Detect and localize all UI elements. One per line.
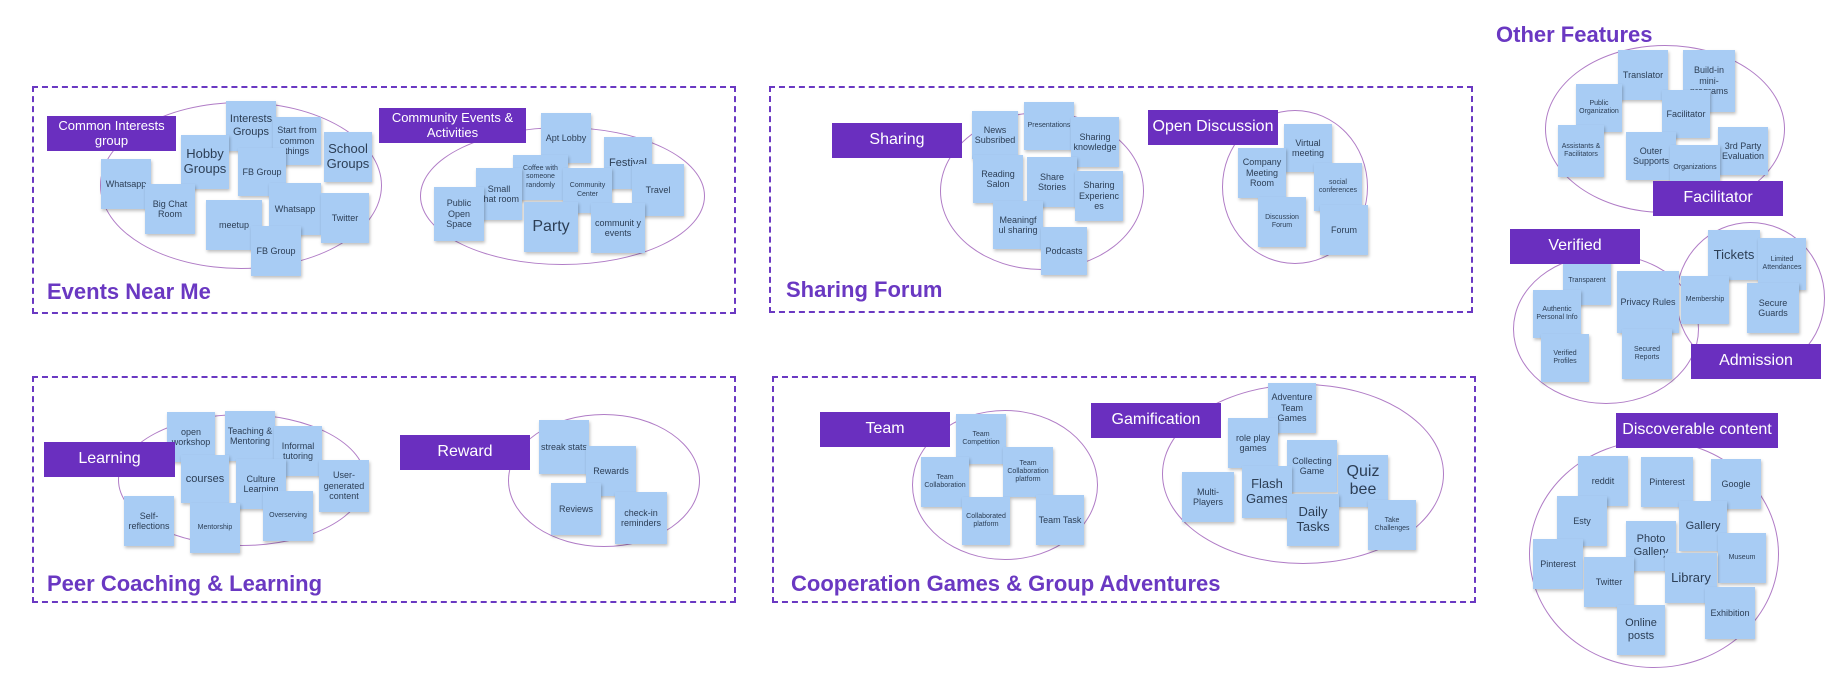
sticky-note: Daily Tasks xyxy=(1287,494,1339,546)
sticky-note: Virtual meeting xyxy=(1284,124,1332,172)
label-community-events: Community Events & Activities xyxy=(379,108,526,143)
sticky-note: Tickets xyxy=(1708,230,1760,280)
sticky-note: Coffee with someone randomly xyxy=(513,155,568,200)
sticky-note: Assistants & Facilitators xyxy=(1558,125,1604,177)
sticky-note: Sharing knowledge xyxy=(1071,117,1119,167)
sticky-note: School Groups xyxy=(324,132,372,182)
sticky-note: Pinterest xyxy=(1533,539,1583,589)
label-common-interests: Common Interests group xyxy=(47,116,176,151)
sticky-note: Take Challenges xyxy=(1368,500,1416,550)
peer-coaching-box xyxy=(32,376,736,603)
sticky-note: Whatsapp xyxy=(101,159,151,209)
label-learning: Learning xyxy=(44,442,175,477)
cluster-reward xyxy=(508,414,700,547)
sticky-note: Share Stories xyxy=(1027,157,1077,207)
sticky-note: Self-reflections xyxy=(124,496,174,546)
sticky-note: Apt Lobby xyxy=(541,113,591,163)
sticky-note: Reading Salon xyxy=(973,155,1023,203)
sticky-note: Collaborated platform xyxy=(962,497,1010,545)
sticky-note: Podcasts xyxy=(1041,227,1087,275)
sticky-note: Mentorship xyxy=(190,503,240,553)
sticky-note: Translator xyxy=(1618,50,1668,100)
events-near-me-box xyxy=(32,86,736,314)
sticky-note: Quiz bee xyxy=(1338,455,1388,507)
section-title-peer-coaching: Peer Coaching & Learning xyxy=(47,571,323,596)
sticky-note: Festival xyxy=(604,137,652,189)
sticky-note: Team Collaboration platform xyxy=(1003,447,1053,497)
sticky-note: Team Competition xyxy=(956,414,1006,464)
label-team: Team xyxy=(820,412,950,447)
sticky-note: Verified Profiles xyxy=(1541,334,1589,382)
sticky-note: Interests Groups xyxy=(226,101,276,151)
sticky-note: Sharing Experienc es xyxy=(1075,171,1123,221)
sticky-note: 3rd Party Evaluation xyxy=(1718,127,1768,175)
sticky-note: Party xyxy=(524,202,578,252)
sticky-note: Secure Guards xyxy=(1747,283,1799,333)
sticky-note: Big Chat Room xyxy=(145,184,195,234)
section-title-events-near-me: Events Near Me xyxy=(47,279,211,304)
sticky-note: Multi-Players xyxy=(1182,472,1234,522)
sticky-note: Collecting Game xyxy=(1287,440,1337,492)
label-gamification: Gamification xyxy=(1091,403,1221,438)
sticky-note: Twitter xyxy=(321,193,369,243)
sticky-note: Overserving xyxy=(263,491,313,541)
sticky-note: Reviews xyxy=(551,483,601,535)
label-facilitator: Facilitator xyxy=(1653,181,1783,216)
sticky-note: Start from common things xyxy=(273,117,321,165)
cluster-open-discussion xyxy=(1222,110,1368,264)
sticky-note: Twitter xyxy=(1584,557,1634,607)
label-discoverable: Discoverable content xyxy=(1616,413,1778,448)
sticky-note: Team Task xyxy=(1036,495,1084,545)
sharing-forum-box xyxy=(769,86,1473,313)
sticky-note: Outer Supports xyxy=(1626,132,1676,180)
sticky-note: role play games xyxy=(1228,418,1278,468)
sticky-note: courses xyxy=(181,455,229,503)
section-title-other-features: Other Features xyxy=(1496,22,1653,47)
sticky-note: Forum xyxy=(1320,205,1368,255)
sticky-note: Public Open Space xyxy=(434,187,484,241)
cluster-team xyxy=(912,410,1098,560)
sticky-note: Museum xyxy=(1718,533,1766,583)
sticky-note: check-in reminders xyxy=(615,492,667,544)
sticky-note: Team Collaboration xyxy=(921,457,969,507)
sticky-note: streak stats xyxy=(539,420,589,474)
sticky-note: Public Organization xyxy=(1576,84,1622,132)
section-title-coop-games: Cooperation Games & Group Adventures xyxy=(791,571,1221,596)
sticky-note: Library xyxy=(1665,553,1717,603)
sticky-note: communit y events xyxy=(591,203,645,253)
sticky-note: Hobby Groups xyxy=(181,135,229,189)
label-verified: Verified xyxy=(1510,229,1640,264)
sticky-note: Presentations xyxy=(1024,102,1074,150)
label-open-discussion: Open Discussion xyxy=(1148,110,1278,145)
coop-games-box xyxy=(772,376,1476,603)
sticky-note: Discussion Forum xyxy=(1258,197,1306,247)
label-admission: Admission xyxy=(1691,344,1821,379)
sticky-note: Facilitator xyxy=(1662,90,1710,138)
sticky-note: User-generated content xyxy=(319,460,369,512)
sticky-note: Esty xyxy=(1557,496,1607,546)
sticky-note: social conferences xyxy=(1314,163,1362,211)
sticky-note: Authentic Personal Info xyxy=(1533,290,1581,338)
sticky-note: Teaching & Mentoring xyxy=(225,411,275,461)
sticky-note: FB Group xyxy=(251,226,301,276)
sticky-note: Flash Games xyxy=(1242,466,1292,518)
sticky-note: Limited Attendances xyxy=(1758,238,1806,290)
sticky-note: Membership xyxy=(1681,276,1729,324)
section-title-sharing-forum: Sharing Forum xyxy=(786,277,943,302)
sticky-note: Company Meeting Room xyxy=(1238,148,1286,198)
label-reward: Reward xyxy=(400,435,530,470)
sticky-note: Google xyxy=(1711,459,1761,509)
sticky-note: Secured Reports xyxy=(1622,329,1672,379)
sticky-note: Privacy Rules xyxy=(1617,271,1679,333)
label-sharing: Sharing xyxy=(832,123,962,158)
sticky-note: News Subsribed xyxy=(972,111,1018,159)
sticky-note: open workshop xyxy=(167,412,215,462)
sticky-note: Exhibition xyxy=(1705,587,1755,639)
sticky-note: Pinterest xyxy=(1641,457,1693,507)
sticky-note: Online posts xyxy=(1617,605,1665,655)
sticky-note: Meaningf ul sharing xyxy=(993,201,1043,249)
